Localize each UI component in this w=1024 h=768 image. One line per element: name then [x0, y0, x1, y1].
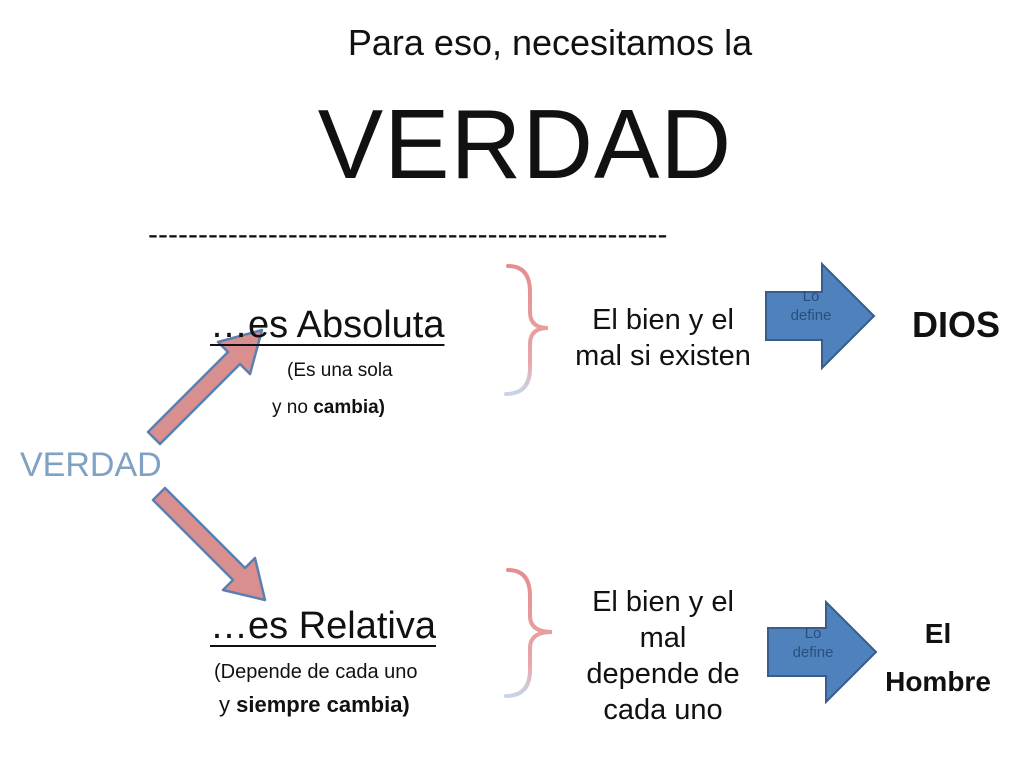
bracket-bottom-icon	[504, 568, 553, 698]
result-line: Hombre	[885, 666, 991, 697]
consequence-line: cada uno	[603, 694, 723, 726]
branch-absolute-note-line1: (Es una sola	[287, 360, 393, 381]
diagonal-arrow-up-icon	[146, 328, 264, 446]
arrow-label-line: define	[790, 307, 832, 324]
note-plain-text: y no	[272, 397, 314, 418]
branch-absolute-consequence: El bien y el mal si existen	[548, 302, 778, 374]
bracket-top-icon	[504, 264, 549, 396]
consequence-line: mal	[639, 622, 687, 654]
arrow-label-line: Lo	[804, 625, 822, 642]
branch-absolute-note-line2: y no cambia)	[272, 397, 385, 419]
branch-relative-note-line2: y siempre cambia)	[219, 692, 410, 718]
diagonal-arrow-down-icon	[151, 486, 267, 602]
root-label: VERDAD	[20, 446, 162, 484]
note-bold-text: cambia)	[313, 397, 386, 418]
branch-relative-note-line1: (Depende de cada uno	[214, 661, 418, 683]
block-arrow-bottom-icon	[767, 599, 878, 705]
result-line: El	[924, 618, 952, 649]
branch-relative-result: El Hombre	[868, 610, 1008, 706]
consequence-line: mal si existen	[575, 340, 751, 372]
branch-absolute-title: …es Absoluta	[210, 304, 445, 346]
branch-relative-title: …es Relativa	[210, 605, 436, 647]
consequence-line: depende de	[586, 658, 740, 690]
note-plain-text: y	[219, 692, 237, 717]
arrow-label-line: Lo	[802, 288, 820, 305]
branch-absolute-result: DIOS	[896, 304, 1016, 346]
consequence-line: El bien y el	[592, 586, 734, 618]
subtitle: Para eso, necesitamos la	[347, 22, 753, 63]
consequence-line: El bien y el	[592, 304, 734, 336]
arrow-label-line: define	[792, 644, 834, 661]
result-line: DIOS	[911, 304, 1000, 345]
note-bold-text: siempre cambia)	[236, 692, 410, 717]
arrow-label-top: Lo define	[766, 287, 856, 325]
main-title: VERDAD	[317, 89, 733, 199]
block-arrow-top-icon	[765, 261, 876, 371]
divider-line: ----------------------------------------…	[148, 218, 668, 251]
arrow-label-bottom: Lo define	[768, 624, 858, 662]
branch-relative-consequence: El bien y el mal depende de cada uno	[548, 584, 778, 728]
